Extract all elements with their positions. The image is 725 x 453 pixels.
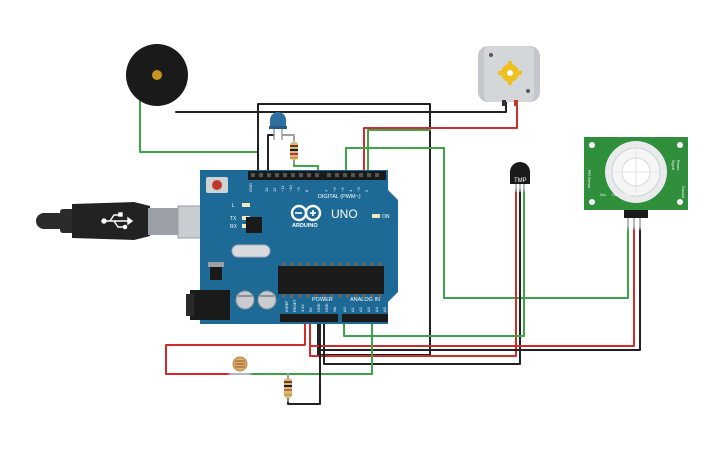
on-label: ON — [382, 214, 390, 220]
wire-led-top[interactable] — [282, 134, 295, 141]
wire-led-green[interactable] — [293, 159, 319, 171]
pin-label-10: ~10 — [288, 184, 293, 192]
digital-pin-labels: GND 13 12 ~11 ~10 ~9 8 7 ~6 ~5 4 ~3 2 — [248, 183, 369, 192]
resistor-led[interactable] — [290, 138, 298, 164]
pin-label-11: ~11 — [280, 185, 285, 192]
gear-icon — [498, 61, 522, 85]
arduino-logo-icon — [290, 204, 322, 222]
pin-label-gnd: GND — [248, 183, 253, 192]
wire-pin-motor-green[interactable] — [367, 129, 431, 171]
pin-label-gnd2: GND — [325, 303, 329, 312]
power-jack — [190, 290, 230, 320]
pin-label-gnd1: GND — [317, 303, 321, 312]
pir-label-ground: Ground — [681, 186, 685, 198]
analog-pin-labels: A0 A1 A2 A3 A4 A5 — [342, 306, 387, 312]
atmega-chip — [278, 266, 384, 294]
pir-sensor[interactable]: PIR Sensor Signal Power Ground Vcc Out G… — [584, 137, 688, 230]
analog-label: ANALOG IN — [350, 297, 380, 303]
pin-label-a2: A2 — [358, 306, 363, 312]
power-pin-labels: IOREF RESET 3.3V 5V GND GND Vin — [285, 299, 337, 312]
usb-icon — [101, 212, 134, 230]
pir-label-gnd: GND — [624, 193, 632, 197]
pin-label-12: 12 — [272, 187, 277, 192]
l-label: L — [232, 203, 235, 209]
resistor-ldr[interactable] — [284, 374, 292, 402]
rx-label: RX — [230, 224, 238, 230]
board-brand: ARDUINO — [292, 223, 318, 229]
pir-label-out: Out — [612, 193, 618, 197]
dc-motor[interactable] — [478, 46, 540, 106]
pin-label-7: 7 — [324, 189, 329, 192]
pin-label-a0: A0 — [342, 306, 347, 312]
pin-label-8: 8 — [304, 189, 309, 192]
analog-header[interactable] — [342, 314, 388, 322]
wire-led-gnd[interactable] — [267, 134, 275, 171]
pin-label-reset: RESET — [293, 299, 297, 312]
pin-label-a5: A5 — [382, 306, 387, 312]
wire-tmp-green[interactable] — [343, 189, 525, 337]
usb-cable[interactable] — [36, 202, 211, 240]
pin-label-ioref: IOREF — [285, 300, 289, 312]
pin-label-13: 13 — [264, 187, 269, 192]
wire-tmp-red[interactable] — [309, 189, 517, 357]
led[interactable] — [269, 112, 287, 140]
pin-label-9: ~9 — [296, 187, 301, 192]
wire-buzzer-green[interactable] — [139, 99, 259, 171]
pin-label-3: ~3 — [356, 187, 361, 192]
wire-ldr-green[interactable] — [249, 323, 373, 375]
pir-label-title: PIR Sensor — [587, 170, 591, 189]
wire-pir-red[interactable] — [309, 227, 635, 347]
tmp-label: TMP — [514, 178, 527, 184]
pin-label-5v: 5V — [309, 307, 313, 312]
pin-label-5: ~5 — [340, 187, 345, 192]
pin-label-6: ~6 — [332, 187, 337, 192]
arduino-board[interactable]: GND 13 12 ~11 ~10 ~9 8 7 ~6 ~5 4 ~3 2 DI… — [186, 170, 398, 324]
wire-pin5-green[interactable] — [345, 147, 629, 299]
board-model: UNO — [331, 207, 358, 221]
pir-labels: PIR Sensor Signal Power Ground Vcc Out G… — [587, 160, 685, 198]
pin-label-a1: A1 — [350, 306, 355, 312]
power-label: POWER — [312, 297, 333, 303]
crystal — [231, 244, 271, 258]
usb-chip — [246, 217, 262, 233]
pin-label-a4: A4 — [374, 306, 379, 312]
wire-tmp-black[interactable] — [323, 189, 521, 365]
capacitors — [235, 290, 277, 310]
pir-label-signal: Signal — [671, 160, 675, 170]
pir-label-power: Power — [676, 160, 680, 171]
digital-label: DIGITAL (PWM~) — [318, 194, 361, 200]
pin-label-2: 2 — [364, 189, 369, 192]
pin-label-4: 4 — [348, 189, 353, 192]
pin-label-3v3: 3.3V — [301, 304, 305, 312]
tx-label: TX — [230, 216, 237, 222]
wire-ldr-red[interactable] — [165, 323, 306, 375]
temperature-sensor[interactable]: TMP — [510, 162, 530, 192]
buzzer[interactable] — [126, 44, 188, 106]
pin-label-vin: Vin — [333, 307, 337, 312]
pir-label-vcc: Vcc — [600, 193, 606, 197]
power-header[interactable] — [280, 314, 338, 322]
pin-label-a3: A3 — [366, 306, 371, 312]
wire-pir-black[interactable] — [317, 227, 641, 351]
photoresistor[interactable] — [228, 356, 252, 375]
